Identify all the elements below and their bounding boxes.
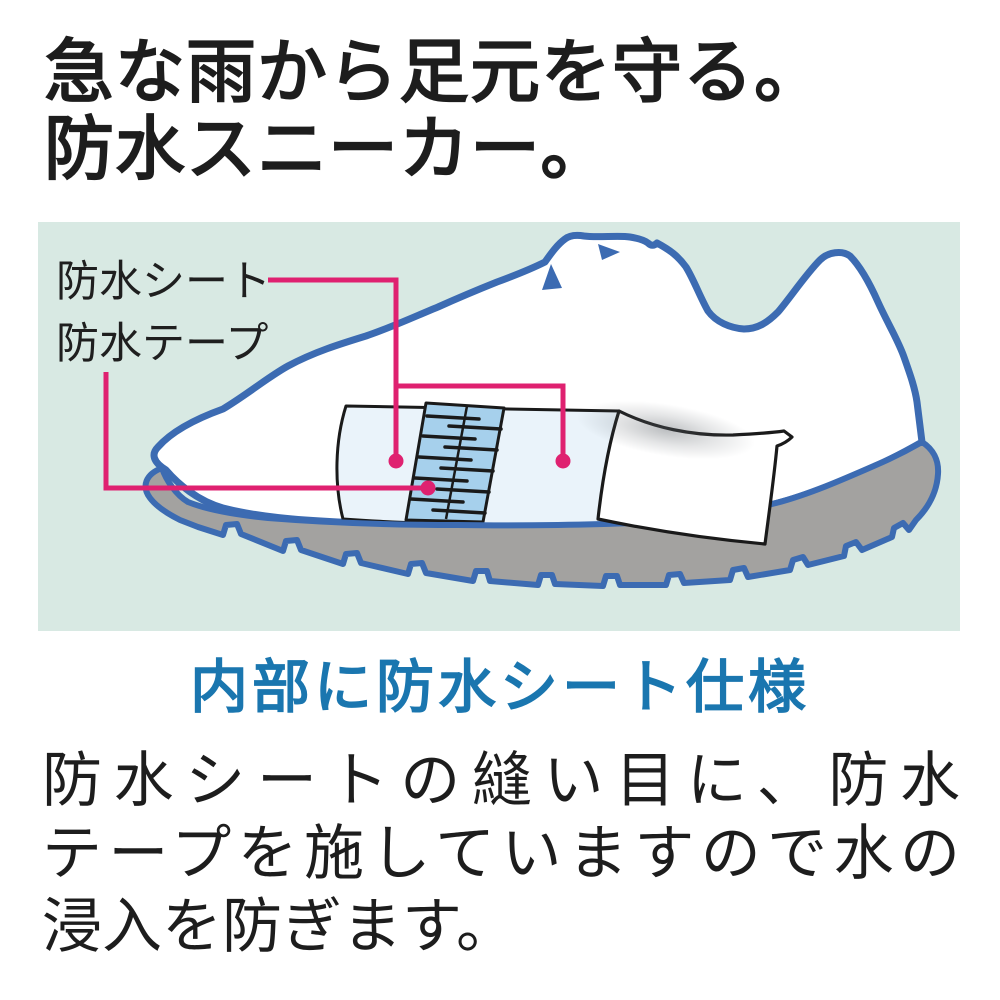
tongue-detail-icon	[598, 244, 620, 260]
label-waterproof-sheet: 防水シート	[56, 258, 271, 306]
sheet-leader-line	[268, 277, 566, 461]
heading-line-2: 防水スニーカー。	[44, 110, 612, 188]
lace-detail-icon	[542, 264, 562, 290]
cutaway-shadow	[577, 400, 755, 460]
body-paragraph: 防水シートの縫い目に、防水 テープを施していますので水の 浸入を防ぎます。	[42, 744, 960, 963]
body-line-3: 浸入を防ぎます。	[42, 893, 516, 960]
heading-line-1: 急な雨から足元を守る。	[44, 33, 825, 111]
tape-pointer-dot	[420, 480, 436, 496]
stitch-marks	[409, 414, 503, 515]
label-waterproof-tape: 防水テープ	[56, 320, 268, 368]
body-line-1: 防水シートの縫い目に、防水	[42, 747, 960, 814]
body-line-2: テープを施していますので水の	[42, 820, 960, 887]
diagram-panel: 防水シート 防水テープ	[38, 222, 960, 631]
shoe-sole	[142, 439, 942, 589]
main-heading: 急な雨から足元を守る。防水スニーカー。	[44, 34, 825, 188]
sheet-pointer-dot-right	[555, 453, 571, 469]
sneaker-cutaway-illustration: 防水シート 防水テープ	[56, 231, 942, 589]
sub-heading: 内部に防水シート仕様	[189, 655, 810, 720]
tape-leader-line	[103, 372, 428, 491]
sheet-pointer-dot-left	[388, 453, 404, 469]
